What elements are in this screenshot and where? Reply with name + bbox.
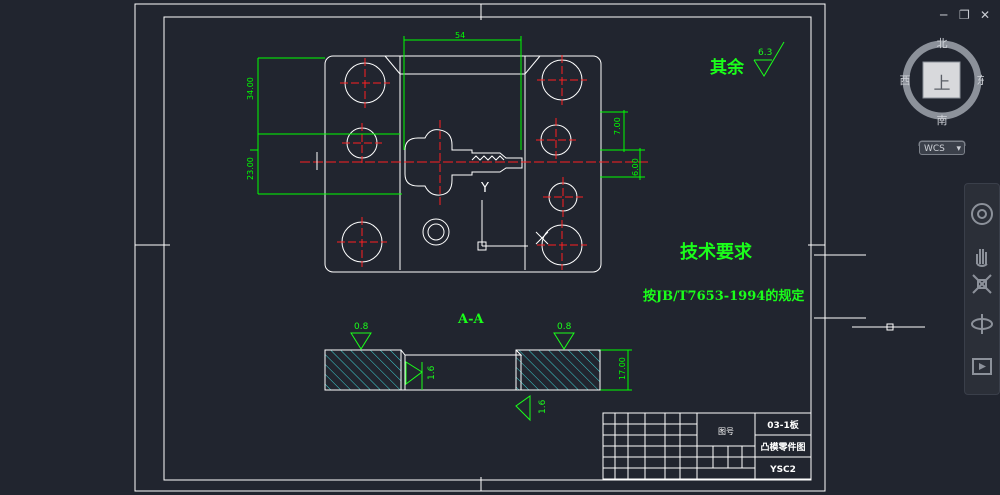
roughness-symbol-slot — [405, 361, 423, 390]
navigation-bar[interactable] — [964, 183, 1000, 395]
dim-left-2: 23.00 — [246, 157, 255, 180]
bolt-hole-top-left[interactable] — [340, 58, 390, 108]
title-block-part-name: 03-1板 — [767, 419, 800, 431]
bolt-hole-bottom-right[interactable] — [537, 220, 587, 270]
section-slot-outline[interactable] — [400, 349, 523, 356]
ucs-icon: Y — [477, 181, 549, 251]
compass-east[interactable]: 东 — [977, 74, 988, 87]
title-block[interactable] — [602, 412, 812, 480]
minimize-icon[interactable]: ─ — [940, 8, 948, 22]
pin-hole-right-2[interactable] — [543, 177, 583, 217]
bolt-hole-bottom-left[interactable] — [337, 217, 387, 267]
title-block-center-label: 图号 — [718, 427, 734, 436]
dim-thickness: 17.00 — [618, 357, 627, 380]
roughness-symbol-right — [553, 332, 575, 350]
compass-south[interactable]: 南 — [937, 114, 948, 127]
pan-icon[interactable] — [970, 244, 994, 268]
roughness-symbol-bottom — [515, 395, 531, 422]
bolt-hole-top-right[interactable] — [537, 55, 587, 105]
orbit-icon[interactable] — [970, 312, 994, 336]
section-hatch-left[interactable] — [324, 349, 402, 391]
dim-left-1: 34.00 — [246, 77, 255, 100]
wcs-menu-button[interactable]: WCS ▾ — [919, 141, 965, 155]
roughness-value-bottom: 1.6 — [538, 399, 548, 414]
zoom-extents-icon[interactable] — [970, 272, 994, 296]
chevron-down-icon: ▾ — [956, 144, 961, 154]
title-block-drawing-title: 凸模零件图 — [760, 441, 805, 453]
section-hatch-right[interactable] — [515, 349, 601, 391]
punch-key-profile[interactable] — [404, 129, 523, 196]
roughness-symbol-left — [350, 332, 372, 350]
title-block-code: YSC2 — [769, 465, 796, 475]
tech-title: 技术要求 — [680, 241, 753, 263]
die-plate-outline[interactable] — [324, 55, 602, 273]
wcs-label: WCS — [924, 144, 945, 154]
pin-hole-left[interactable] — [342, 123, 382, 163]
roughness-value-main: 6.3 — [758, 48, 772, 58]
pin-hole-right-1[interactable] — [536, 118, 576, 162]
roughness-value-right: 0.8 — [557, 322, 572, 332]
compass-west[interactable]: 西 — [900, 74, 911, 87]
hex-nut[interactable] — [422, 218, 450, 246]
close-icon[interactable]: ✕ — [980, 8, 991, 22]
section-label: A-A — [457, 312, 484, 327]
dim-right-2: 6.00 — [631, 158, 640, 176]
surface-note: 其余 — [710, 57, 745, 78]
viewcube[interactable]: 上 北 南 东 西 — [900, 36, 988, 156]
restore-icon[interactable]: ❐ — [959, 8, 970, 22]
dim-top-width: 54 — [455, 31, 465, 40]
viewcube-face-label: 上 — [934, 74, 951, 94]
steering-wheel-icon[interactable] — [970, 202, 994, 226]
compass-north[interactable]: 北 — [937, 37, 948, 50]
viewcube-top-face[interactable] — [922, 61, 961, 99]
dimensions — [250, 36, 645, 391]
dim-right-1: 7.00 — [613, 117, 622, 135]
tech-note: 按JB/T7653-1994的规定 — [643, 288, 804, 304]
roughness-symbol-main — [753, 41, 785, 77]
sheet-outer-frame — [134, 3, 826, 492]
showmotion-icon[interactable] — [970, 354, 994, 378]
roughness-value-slot: 1.6 — [427, 365, 437, 380]
ucs-y-label: Y — [480, 181, 489, 196]
roughness-value-left: 0.8 — [354, 322, 369, 332]
sheet-inner-frame — [163, 16, 812, 481]
